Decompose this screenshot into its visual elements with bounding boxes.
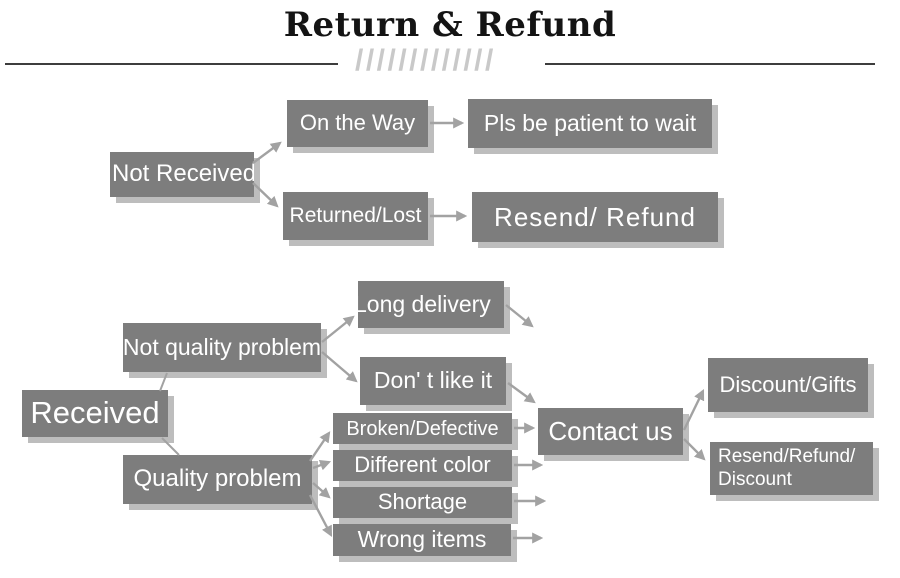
arrow-dont-like-it-to-contact-us: [507, 382, 536, 404]
node-resend-refund-label: Resend/ Refund: [494, 201, 696, 232]
decorative-slashes: /////////////: [355, 44, 496, 77]
node-pls-be-patient: Pls be patient to wait: [468, 99, 712, 148]
node-returned-lost: Returned/Lost: [283, 192, 428, 240]
arrow-quality-to-different-color: [312, 459, 332, 471]
node-not-quality-problem-label: Not quality problem: [123, 333, 321, 360]
node-broken-defective-label: Broken/Defective: [346, 417, 499, 440]
node-not-received-label: Not Received: [112, 160, 254, 188]
header-rule-left: [5, 63, 338, 65]
node-pls-be-patient-label: Pls be patient to wait: [483, 109, 697, 136]
node-dont-like-it: Don' t like it: [360, 357, 506, 405]
header-rule-right: [545, 63, 875, 65]
node-dont-like-it-label: Don' t like it: [373, 367, 493, 394]
node-returned-lost-label: Returned/Lost: [289, 204, 422, 228]
node-resend-refund-discount: Resend/Refund/ Discount: [710, 442, 873, 495]
node-wrong-items-label: Wrong items: [357, 526, 487, 553]
node-quality-problem-label: Quality problem: [133, 465, 302, 493]
arrow-not-quality-to-dont-like-it: [321, 351, 358, 383]
arrow-quality-to-wrong-items: [308, 494, 333, 537]
resend-refund-discount-line2: Discount: [718, 468, 792, 490]
node-resend-refund-discount-label: Resend/Refund/ Discount: [710, 446, 855, 491]
arrow-contact-us-to-discount-gifts: [682, 389, 705, 431]
node-received: Received: [22, 390, 168, 437]
node-broken-defective: Broken/Defective: [333, 413, 512, 444]
node-long-delivery-label: Long delivery: [358, 290, 491, 317]
node-contact-us: Contact us: [538, 408, 683, 455]
node-long-delivery: Long delivery: [358, 281, 504, 328]
node-shortage: Shortage: [333, 487, 512, 518]
arrow-long-delivery-out: [505, 304, 534, 328]
node-shortage-label: Shortage: [377, 489, 468, 515]
node-wrong-items: Wrong items: [333, 524, 511, 556]
arrow-quality-to-broken-defective: [309, 431, 331, 462]
node-on-the-way: On the Way: [287, 100, 428, 147]
node-contact-us-label: Contact us: [548, 416, 673, 447]
node-on-the-way-label: On the Way: [299, 110, 416, 136]
arrow-not-received-to-on-the-way: [252, 141, 282, 164]
node-different-color: Different color: [333, 450, 512, 481]
node-quality-problem: Quality problem: [123, 455, 312, 504]
arrow-not-quality-to-long-delivery: [321, 315, 355, 343]
link-received-to-quality-problem: [161, 437, 180, 456]
node-received-label: Received: [30, 395, 160, 431]
node-not-quality-problem: Not quality problem: [123, 323, 321, 372]
arrow-contact-us-to-resend-refund-discount: [683, 438, 706, 461]
node-not-received: Not Received: [110, 152, 254, 197]
arrow-quality-to-shortage: [312, 482, 331, 499]
arrow-not-received-to-returned-lost: [252, 182, 279, 208]
resend-refund-discount-line1: Resend/Refund/: [718, 446, 856, 468]
node-different-color-label: Different color: [354, 452, 491, 478]
node-resend-refund: Resend/ Refund: [472, 192, 718, 242]
link-received-to-not-quality-problem: [159, 372, 168, 392]
node-discount-gifts: Discount/Gifts: [708, 358, 868, 412]
page-title: Return & Refund: [283, 5, 617, 45]
node-discount-gifts-label: Discount/Gifts: [719, 371, 857, 397]
